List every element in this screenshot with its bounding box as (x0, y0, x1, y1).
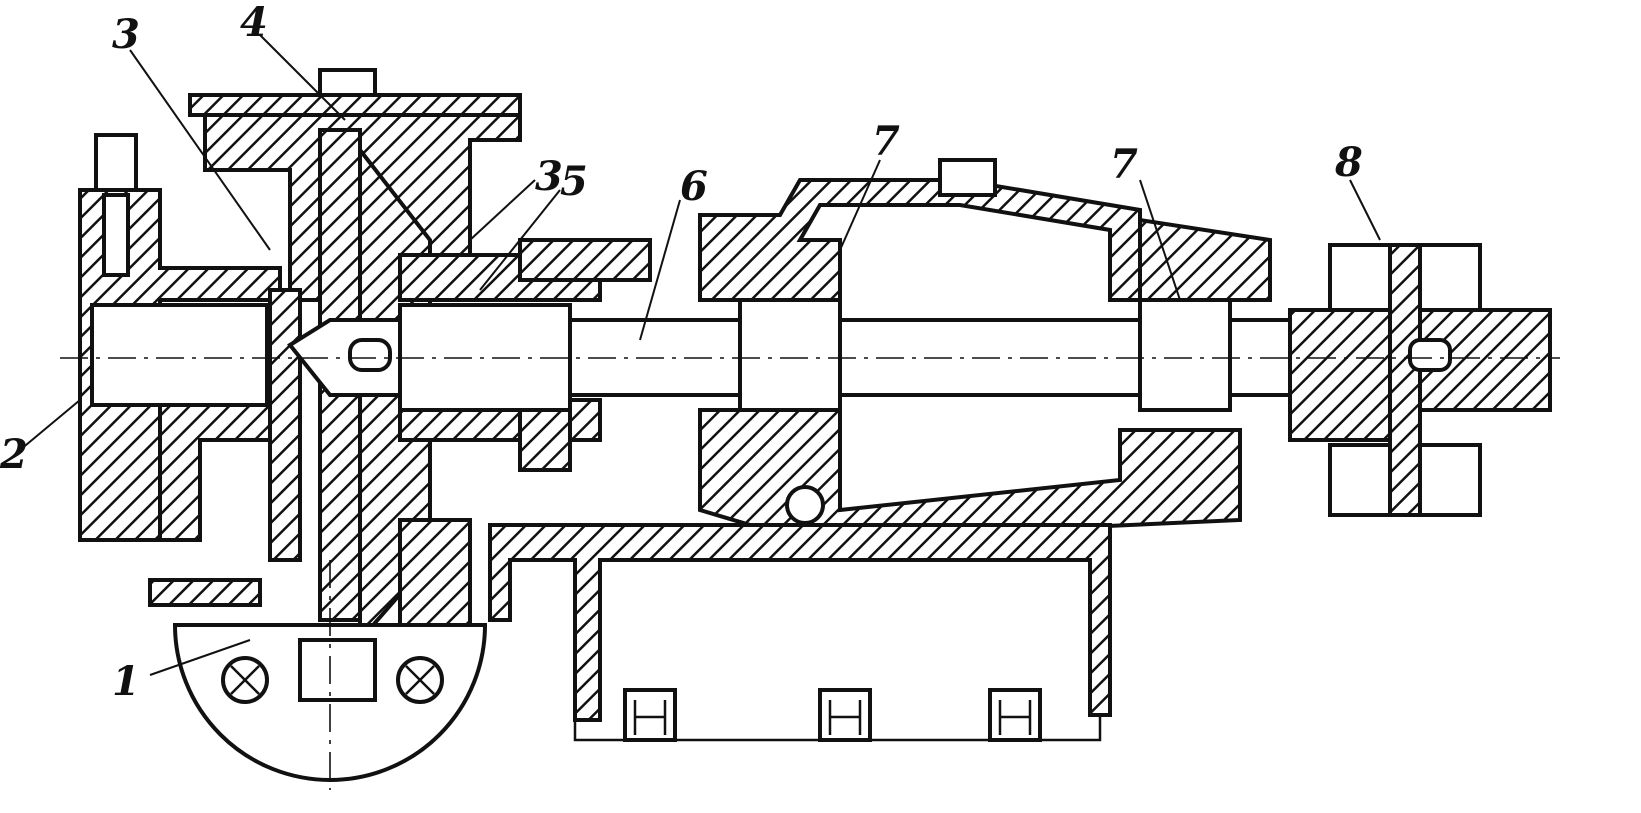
coupling (1288, 243, 1552, 517)
bottom-bolt-head (298, 638, 377, 702)
vent-plug (938, 158, 997, 197)
label-8: 8 (1334, 139, 1363, 186)
label-7-left: 7 (872, 118, 900, 165)
label-7-right: 7 (1110, 141, 1138, 188)
bearing-left (738, 298, 842, 412)
drain-plug (785, 485, 825, 525)
suction-inlet (78, 133, 282, 542)
label-5: 5 (560, 158, 588, 205)
inlet-bore (90, 303, 269, 407)
label-2: 2 (0, 431, 28, 478)
inlet-stud-nut (94, 133, 138, 192)
label-3-left: 3 (112, 11, 140, 58)
shaft (287, 303, 1292, 412)
wear-ring (268, 288, 302, 562)
label-6: 6 (680, 163, 708, 210)
inlet-stud (102, 193, 130, 277)
label-4: 4 (240, 0, 268, 46)
bearing-housing (698, 158, 1272, 543)
bearing-right (1138, 298, 1232, 412)
label-1: 1 (112, 658, 140, 705)
label-3-right: 3 (535, 153, 563, 200)
base-frame (488, 523, 1112, 742)
